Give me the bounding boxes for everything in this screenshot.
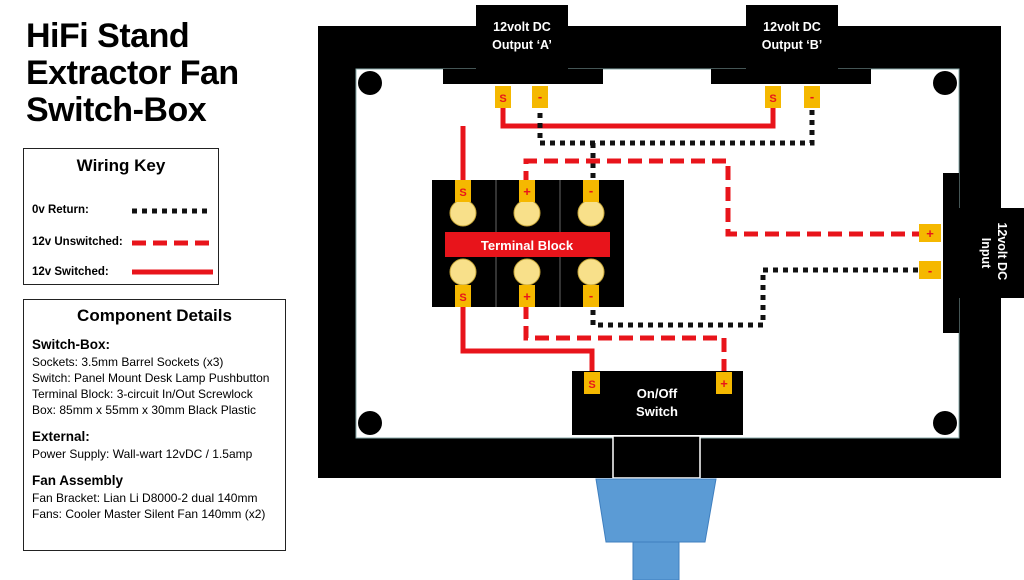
wire-12v-unswitched-to-switch (523, 305, 727, 378)
pin-switch-plus: + (716, 372, 732, 394)
terminal-screw (449, 199, 477, 227)
input-socket-plate (943, 173, 959, 333)
pin-label: - (928, 263, 932, 278)
pin-label: S (499, 93, 506, 105)
pin-label: S (588, 379, 595, 391)
pin-label: + (926, 226, 934, 241)
terminal-block-banner (445, 232, 610, 257)
wire-12v-unswitched-input (523, 158, 925, 237)
page-title: HiFi Stand Extractor Fan Switch-Box (26, 18, 306, 129)
fan-cable (632, 541, 680, 580)
pin-output-b-minus: - (804, 86, 820, 108)
section-heading-fan-assembly: Fan Assembly (32, 473, 124, 488)
mounting-hole-bottom-left (358, 411, 382, 435)
title-line-3: Switch-Box (26, 91, 207, 129)
fan-cable-boot (595, 478, 717, 543)
title-line-1: HiFi Stand (26, 17, 190, 55)
output-a-label-line-1: 12volt DC (493, 20, 551, 34)
wire-12v-switched-to-switch (460, 300, 595, 378)
detail-line: Box: 85mm x 55mm x 30mm Black Plastic (32, 403, 257, 417)
pin-input-plus: + (919, 224, 941, 242)
detail-line: Switch: Panel Mount Desk Lamp Pushbutton (32, 371, 270, 385)
output-b-label-line-1: 12volt DC (763, 20, 821, 34)
terminal-screw (513, 199, 541, 227)
wiring-key-swatches (132, 208, 213, 275)
detail-line: Terminal Block: 3-circuit In/Out Screwlo… (32, 387, 253, 401)
detail-line: Fan Bracket: Lian Li D8000-2 dual 140mm (32, 491, 258, 505)
wiring-key-heading: Wiring Key (76, 156, 166, 175)
output-a-label-line-2: Output ‘A’ (492, 38, 552, 52)
component-details-heading: Component Details (77, 306, 232, 325)
terminal-screw (577, 258, 605, 286)
title-line-2: Extractor Fan (26, 54, 239, 92)
pin-terminal-bottom-minus: - (583, 285, 599, 307)
pin-label: + (523, 184, 531, 199)
key-label-12v-switched: 12v Switched: (32, 266, 109, 278)
mounting-hole-top-left (358, 71, 382, 95)
pin-label: S (769, 93, 776, 105)
input-label-line-1: 12volt DC (995, 222, 1009, 280)
pin-switch-s: S (584, 372, 600, 394)
pin-terminal-bottom-plus: + (519, 285, 535, 307)
detail-line: Sockets: 3.5mm Barrel Sockets (x3) (32, 355, 224, 369)
pin-terminal-top-plus: + (519, 180, 535, 202)
on-off-switch-body (572, 371, 743, 435)
output-b-socket-body (746, 5, 838, 69)
switch-label-line-2: Switch (636, 404, 678, 419)
mounting-hole-top-right (933, 71, 957, 95)
section-heading-external: External: (32, 429, 90, 444)
output-b-label-line-2: Output ‘B’ (762, 38, 822, 52)
fan-cable-grommet (612, 435, 701, 479)
pin-label: + (720, 376, 728, 391)
wire-12v-switched-outputs (460, 100, 776, 185)
pin-label: + (523, 289, 531, 304)
pin-label: - (810, 89, 814, 104)
terminal-screw (513, 258, 541, 286)
detail-line: Power Supply: Wall-wart 12vDC / 1.5amp (32, 447, 253, 461)
pin-terminal-top-s: S (455, 180, 471, 202)
pin-terminal-bottom-s: S (455, 285, 471, 307)
pin-input-minus: - (919, 261, 941, 279)
pin-output-a-minus: - (532, 86, 548, 108)
pin-label: S (459, 187, 466, 199)
pin-output-a-s: S (495, 86, 511, 108)
input-socket-body (959, 208, 1024, 298)
mounting-hole-bottom-right (933, 411, 957, 435)
key-label-0v-return: 0v Return: (32, 204, 89, 216)
terminal-screw (577, 199, 605, 227)
pin-label: - (538, 89, 542, 104)
terminal-screw (449, 258, 477, 286)
wiring-key-panel: Wiring Key 0v Return: 12v Unswitched: 12… (23, 148, 219, 285)
switch-label-line-1: On/Off (637, 386, 678, 401)
wire-0v-return-outputs (537, 103, 815, 185)
detail-line: Fans: Cooler Master Silent Fan 140mm (x2… (32, 507, 266, 521)
component-details-panel: Component Details Switch-Box: Sockets: 3… (23, 299, 286, 551)
output-b-socket-plate (711, 69, 871, 84)
terminal-block-label: Terminal Block (481, 238, 574, 253)
key-label-12v-unswitched: 12v Unswitched: (32, 236, 123, 248)
pin-output-b-s: S (765, 86, 781, 108)
wire-0v-return-input (590, 267, 925, 328)
input-label: 12volt DC Input (979, 222, 1009, 283)
input-label-line-2: Input (979, 238, 993, 269)
section-heading-switch-box: Switch-Box: (32, 337, 111, 352)
pin-label: S (459, 292, 466, 304)
pin-label: - (589, 288, 593, 303)
pin-terminal-top-minus: - (583, 180, 599, 202)
output-a-socket-body (476, 5, 568, 69)
output-a-socket-plate (443, 69, 603, 84)
pin-label: - (589, 183, 593, 198)
